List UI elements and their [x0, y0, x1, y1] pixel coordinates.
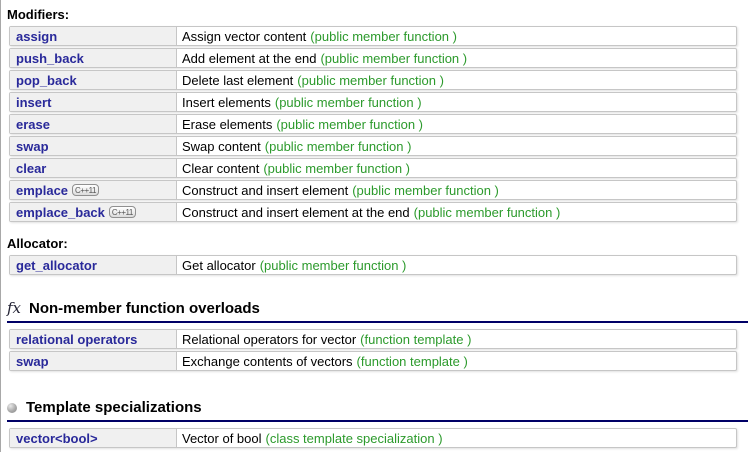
- table-row: swap Exchange contents of vectors(functi…: [9, 351, 737, 371]
- row-description: Exchange contents of vectors: [182, 353, 353, 369]
- table-row: relational operators Relational operator…: [9, 329, 737, 349]
- row-description: Assign vector content: [182, 28, 307, 44]
- row-description: Delete last element: [182, 72, 294, 88]
- type-label: (public member function ): [320, 50, 468, 66]
- entry-link-clear[interactable]: clear: [16, 160, 47, 176]
- row-description: Clear content: [182, 160, 260, 176]
- type-label: (public member function ): [259, 257, 407, 273]
- row-description: Insert elements: [182, 94, 271, 110]
- entry-link-get-allocator[interactable]: get_allocator: [16, 257, 97, 273]
- row-description: Swap content: [182, 138, 261, 154]
- allocator-table: get_allocator Get allocator(public membe…: [9, 255, 737, 275]
- entry-link-swap-nonmember[interactable]: swap: [16, 353, 49, 369]
- entry-link-erase[interactable]: erase: [16, 116, 50, 132]
- table-row: clear Clear content(public member functi…: [9, 158, 737, 178]
- row-description: Erase elements: [182, 116, 273, 132]
- table-row: pop_back Delete last element(public memb…: [9, 70, 737, 90]
- entry-link-emplace[interactable]: emplace: [16, 182, 69, 198]
- type-label: (public member function ): [274, 94, 422, 110]
- type-label: (public member function ): [297, 72, 444, 88]
- type-label: (class template specialization ): [265, 430, 443, 446]
- cpp11-badge[interactable]: C++11: [72, 184, 99, 196]
- row-description: Get allocator: [182, 257, 256, 273]
- table-row: swap Swap content(public member function…: [9, 136, 737, 156]
- heading-title: Template specializations: [26, 399, 202, 416]
- type-label: (public member function ): [310, 28, 457, 44]
- nonmember-table: relational operators Relational operator…: [9, 329, 737, 371]
- row-description: Construct and insert element at the end: [182, 204, 410, 220]
- allocator-section-label: Allocator:: [7, 236, 68, 251]
- type-label: (public member function ): [264, 138, 412, 154]
- entry-link-relational-operators[interactable]: relational operators: [16, 331, 138, 347]
- heading-title: Non-member function overloads: [29, 299, 260, 317]
- modifiers-table: assign Assign vector content(public memb…: [9, 26, 737, 222]
- type-label: (public member function ): [413, 204, 561, 220]
- table-row: erase Erase elements(public member funct…: [9, 114, 737, 134]
- row-description: Vector of bool: [182, 430, 262, 446]
- entry-link-emplace-back[interactable]: emplace_back: [16, 204, 105, 220]
- nonmember-overloads-heading: fx Non-member function overloads: [7, 299, 748, 323]
- entry-link-vector-bool[interactable]: vector<bool>: [16, 430, 98, 446]
- table-row: insert Insert elements(public member fun…: [9, 92, 737, 112]
- table-row: get_allocator Get allocator(public membe…: [9, 255, 737, 275]
- entry-link-insert[interactable]: insert: [16, 94, 52, 110]
- sphere-bullet-icon: [7, 402, 17, 413]
- type-label: (function template ): [356, 353, 468, 369]
- table-row: assign Assign vector content(public memb…: [9, 26, 737, 46]
- row-description: Relational operators for vector: [182, 331, 357, 347]
- template-specializations-heading: Template specializations: [7, 399, 748, 422]
- table-row: vector<bool> Vector of bool(class templa…: [9, 428, 737, 448]
- cpp11-badge[interactable]: C++11: [108, 206, 136, 218]
- specializations-table: vector<bool> Vector of bool(class templa…: [9, 428, 737, 448]
- table-row: push_back Add element at the end(public …: [9, 48, 737, 68]
- entry-link-assign[interactable]: assign: [16, 28, 58, 44]
- entry-link-pop-back[interactable]: pop_back: [16, 72, 77, 88]
- type-label: (function template ): [360, 331, 472, 347]
- function-icon: fx: [7, 299, 22, 317]
- row-description: Construct and insert element: [182, 182, 349, 198]
- type-label: (public member function ): [276, 116, 423, 132]
- row-description: Add element at the end: [182, 50, 317, 66]
- type-label: (public member function ): [263, 160, 410, 176]
- entry-link-push-back[interactable]: push_back: [16, 50, 84, 66]
- type-label: (public member function ): [352, 182, 499, 198]
- modifiers-section-label: Modifiers:: [7, 7, 70, 22]
- entry-link-swap[interactable]: swap: [16, 138, 49, 154]
